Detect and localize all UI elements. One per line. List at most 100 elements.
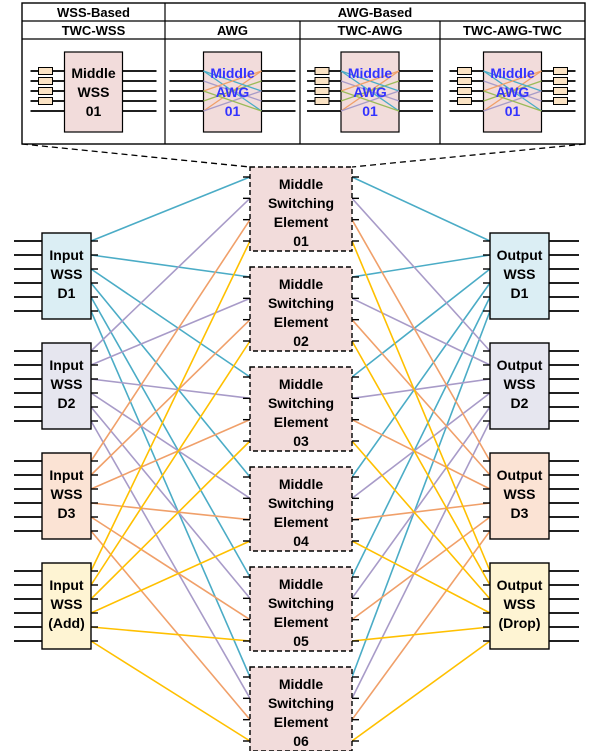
link-input-2-middle-1 — [90, 197, 251, 352]
link-middle-3-output-4 — [351, 440, 491, 600]
twc-converter — [553, 97, 568, 105]
input-wss-4 — [41, 562, 92, 650]
link-middle-4-output-2 — [351, 392, 491, 499]
link-input-3-middle-4 — [90, 502, 251, 521]
input-wss-3 — [41, 452, 92, 540]
middle-element-3 — [249, 366, 353, 452]
output-wss-label: (Drop) — [499, 615, 541, 631]
group-label-wss: WSS-Based — [57, 5, 130, 20]
twc-converter — [457, 67, 472, 75]
middle-element-label: Element — [274, 214, 329, 230]
cell-middle-box — [482, 51, 543, 133]
output-wss-label: Output — [497, 247, 543, 263]
input-wss-label: Input — [49, 467, 84, 483]
cell-box-label: 01 — [362, 103, 378, 119]
link-layer — [90, 176, 491, 742]
link-input-3-middle-5 — [90, 516, 251, 621]
twc-converter — [553, 87, 568, 95]
link-input-2-middle-2 — [90, 297, 251, 366]
middle-element-label: Switching — [268, 395, 334, 411]
cell-middle-box — [63, 51, 124, 133]
link-input-1-middle-3 — [90, 268, 251, 378]
middle-element-label: Middle — [279, 676, 324, 692]
link-middle-1-output-4 — [351, 240, 491, 572]
link-middle-5-output-1 — [351, 296, 491, 578]
middle-element-label: Element — [274, 514, 329, 530]
input-wss-label: D3 — [58, 505, 76, 521]
output-wss-label: Output — [497, 357, 543, 373]
link-input-4-middle-3 — [90, 440, 251, 600]
link-middle-4-output-4 — [351, 540, 491, 614]
output-wss-1 — [489, 232, 550, 320]
middle-element-label: Middle — [279, 576, 324, 592]
input-wss-label: WSS — [51, 266, 83, 282]
awg-cross-line — [483, 90, 542, 112]
output-wss-label: WSS — [504, 376, 536, 392]
link-input-4-middle-1 — [90, 240, 251, 572]
middle-element-label: Element — [274, 714, 329, 730]
middle-element-label: Middle — [279, 376, 324, 392]
awg-cross-line — [203, 80, 262, 102]
twc-converter — [38, 77, 53, 85]
output-wss-4 — [489, 562, 550, 650]
input-wss-label: WSS — [51, 486, 83, 502]
twc-converter — [314, 87, 330, 95]
link-input-3-middle-1 — [90, 219, 251, 462]
link-input-4-middle-4 — [90, 540, 251, 614]
twc-converter — [457, 87, 472, 95]
link-input-1-middle-1 — [90, 176, 251, 242]
middle-element-label: Middle — [279, 176, 324, 192]
awg-cross-line — [340, 90, 400, 112]
cell-box-label: Middle — [490, 65, 535, 81]
link-middle-1-output-1 — [351, 176, 491, 242]
input-wss-label: WSS — [51, 376, 83, 392]
middle-element-label: 03 — [293, 433, 309, 449]
middle-element-label: Element — [274, 314, 329, 330]
link-input-3-middle-6 — [90, 530, 251, 721]
link-middle-6-output-1 — [351, 310, 491, 678]
type-label-3: TWC-AWG-TWC — [463, 23, 563, 38]
zoom-line-left — [21, 143, 251, 168]
node-layer: MiddleSwitchingElement01MiddleSwitchingE… — [14, 166, 579, 751]
middle-element-label: Switching — [268, 195, 334, 211]
middle-element-label: 01 — [293, 233, 309, 249]
input-wss-label: WSS — [51, 596, 83, 612]
link-input-2-middle-4 — [90, 392, 251, 500]
awg-cross-line — [483, 70, 542, 92]
link-middle-5-output-4 — [351, 626, 491, 642]
link-middle-6-output-2 — [351, 420, 491, 699]
link-input-4-middle-2 — [90, 340, 251, 586]
type-label-1: AWG — [217, 23, 248, 38]
type-label-0: TWC-WSS — [62, 23, 126, 38]
output-wss-label: WSS — [504, 266, 536, 282]
input-wss-label: D2 — [58, 395, 76, 411]
cell-middle-box — [202, 51, 263, 133]
cell-box-label: WSS — [78, 84, 110, 100]
output-wss-label: D3 — [511, 505, 529, 521]
awg-cross-line — [340, 70, 400, 92]
input-wss-label: Input — [49, 247, 84, 263]
awg-cross-line — [340, 80, 400, 102]
link-middle-2-output-1 — [351, 254, 491, 278]
output-wss-label: Output — [497, 467, 543, 483]
middle-element-label: Middle — [279, 476, 324, 492]
cell-middle-box — [340, 51, 400, 133]
middle-element-5 — [249, 566, 353, 652]
cell-box-label: Middle — [348, 65, 393, 81]
link-middle-6-output-4 — [351, 640, 491, 742]
output-wss-label: D2 — [511, 395, 529, 411]
link-middle-3-output-2 — [351, 378, 491, 400]
cell-box-label: AWG — [216, 84, 250, 100]
link-middle-5-output-2 — [351, 406, 491, 599]
middle-element-2 — [249, 266, 353, 352]
middle-element-label: 05 — [293, 633, 309, 649]
cell-box-label: Middle — [71, 65, 116, 81]
middle-element-label: 02 — [293, 333, 309, 349]
middle-element-label: Switching — [268, 695, 334, 711]
middle-element-label: Element — [274, 614, 329, 630]
input-wss-2 — [41, 342, 92, 430]
cell-box-label: AWG — [496, 84, 530, 100]
link-input-1-middle-6 — [90, 310, 251, 678]
middle-element-label: Middle — [279, 276, 324, 292]
